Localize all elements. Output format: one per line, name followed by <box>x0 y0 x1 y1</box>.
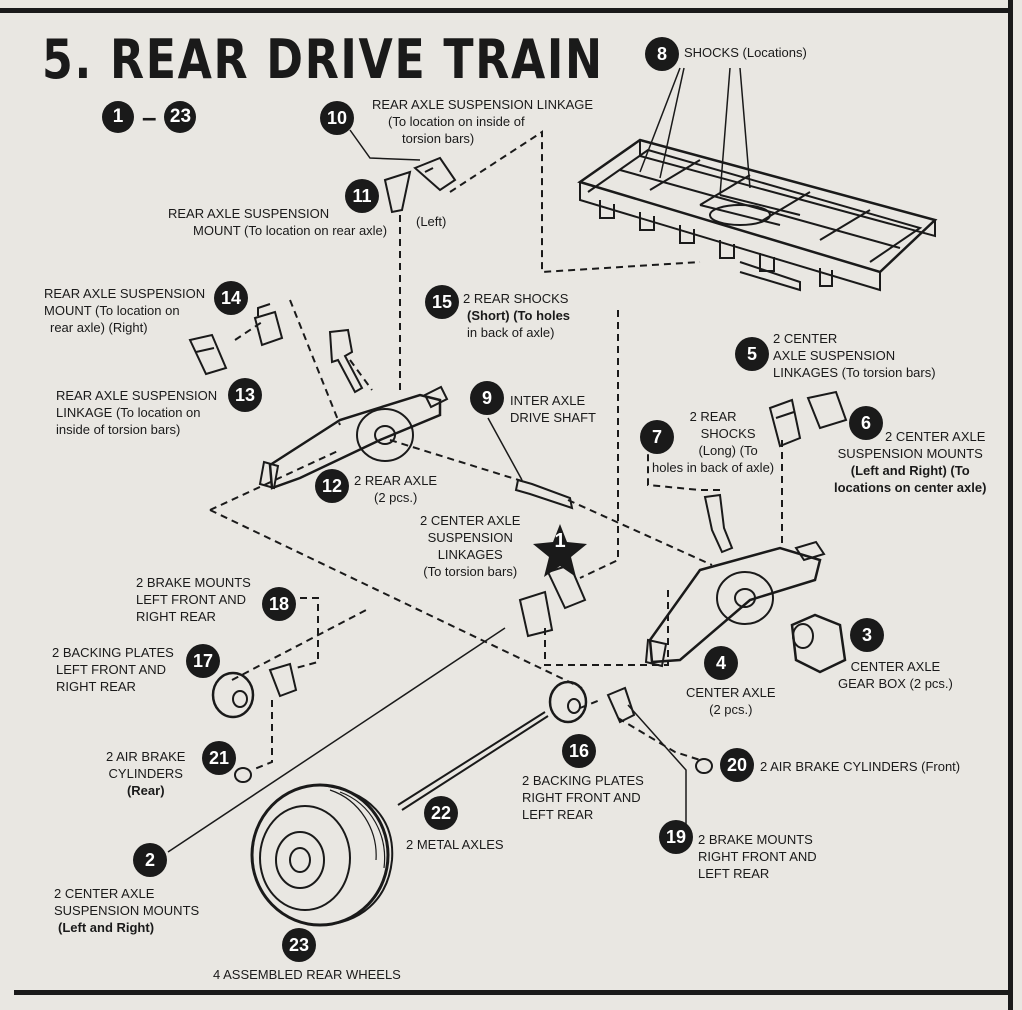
part-4-badge: 4 <box>704 646 738 680</box>
part-20-label: 2 AIR BRAKE CYLINDERS (Front) <box>760 759 961 774</box>
part-5-label: 2 CENTER AXLE SUSPENSION LINKAGES (To to… <box>773 331 936 380</box>
step-range: 1 – 23 <box>102 100 197 134</box>
part-13-label: REAR AXLE SUSPENSION LINKAGE (To locatio… <box>56 388 218 437</box>
part-2-badge: 2 <box>133 843 167 877</box>
shock-pointer-lines <box>639 67 751 196</box>
part-3-label: CENTER AXLE GEAR BOX (2 pcs.) <box>838 659 953 691</box>
part-1-number: 1 <box>554 530 566 552</box>
part-7-label: 2 REAR SHOCKS (Long) (To holes in back o… <box>652 409 775 475</box>
rear-axle <box>258 385 449 490</box>
part-21-label: 2 AIR BRAKE CYLINDERS (Rear) <box>106 749 186 798</box>
part-10-label: REAR AXLE SUSPENSION LINKAGE (To locatio… <box>372 97 594 146</box>
part-18-badge: 18 <box>262 587 296 621</box>
part-18-label: 2 BRAKE MOUNTS LEFT FRONT AND RIGHT REAR <box>136 575 251 624</box>
assembly-guide-lines <box>209 130 783 771</box>
chassis-frame <box>577 138 938 292</box>
part-13-badge: 13 <box>228 378 262 412</box>
part-17-badge: 17 <box>186 644 220 678</box>
part-8-badge: 8 <box>645 37 679 71</box>
part-11-side-label: (Left) <box>416 214 447 229</box>
page-title: 5. REAR DRIVE TRAIN <box>42 28 604 91</box>
part-4-label: CENTER AXLE (2 pcs.) <box>686 685 776 717</box>
range-start-badge: 1 <box>102 101 134 133</box>
part-9-badge: 9 <box>470 381 504 415</box>
part-16-label: 2 BACKING PLATES RIGHT FRONT AND LEFT RE… <box>522 773 644 822</box>
part-5-badge: 5 <box>735 337 769 371</box>
part-19-badge: 19 <box>659 820 693 854</box>
part-15-label: 2 REAR SHOCKS (Short) (To holes in back … <box>463 291 571 340</box>
part-10-badge: 10 <box>320 101 354 135</box>
part-23-badge: 23 <box>282 928 316 962</box>
part-20-badge: 20 <box>720 748 754 782</box>
part-11-label: REAR AXLE SUSPENSION MOUNT (To location … <box>168 206 388 238</box>
part-3-badge: 3 <box>850 618 884 652</box>
part-22-badge: 22 <box>424 796 458 830</box>
part-12-label: 2 REAR AXLE (2 pcs.) <box>354 473 438 505</box>
part-21-badge: 21 <box>202 741 236 775</box>
part-6-badge: 6 <box>849 406 883 440</box>
part-9-label: INTER AXLE DRIVE SHAFT <box>510 393 596 425</box>
part-7-badge: 7 <box>640 420 674 454</box>
rear-wheel <box>250 783 394 927</box>
part-14-label: REAR AXLE SUSPENSION MOUNT (To location … <box>44 286 206 335</box>
range-dash: – <box>142 101 157 132</box>
part-11-badge: 11 <box>345 179 379 213</box>
part-16-badge: 16 <box>562 734 596 768</box>
part-1-star-badge <box>533 524 587 577</box>
range-end-badge: 23 <box>164 101 197 133</box>
part-2-label: 2 CENTER AXLE SUSPENSION MOUNTS (Left an… <box>54 886 200 935</box>
part-23-label: 4 ASSEMBLED REAR WHEELS <box>213 967 401 982</box>
part-6-label: 2 CENTER AXLE SUSPENSION MOUNTS (Left an… <box>834 429 987 495</box>
part-17-label: 2 BACKING PLATES LEFT FRONT AND RIGHT RE… <box>52 645 174 694</box>
center-axle <box>644 540 826 668</box>
top-border <box>0 8 1010 13</box>
part-19-label: 2 BRAKE MOUNTS RIGHT FRONT AND LEFT REAR <box>698 832 817 881</box>
part-22-label: 2 METAL AXLES <box>406 837 504 852</box>
part-15-badge: 15 <box>425 285 459 319</box>
part-14-badge: 14 <box>214 281 248 315</box>
right-border <box>1008 0 1013 1010</box>
bottom-border <box>14 990 1010 995</box>
part-1-label: 2 CENTER AXLE SUSPENSION LINKAGES (To to… <box>420 513 521 579</box>
part-8-label: SHOCKS (Locations) <box>684 45 807 60</box>
part-12-badge: 12 <box>315 469 349 503</box>
